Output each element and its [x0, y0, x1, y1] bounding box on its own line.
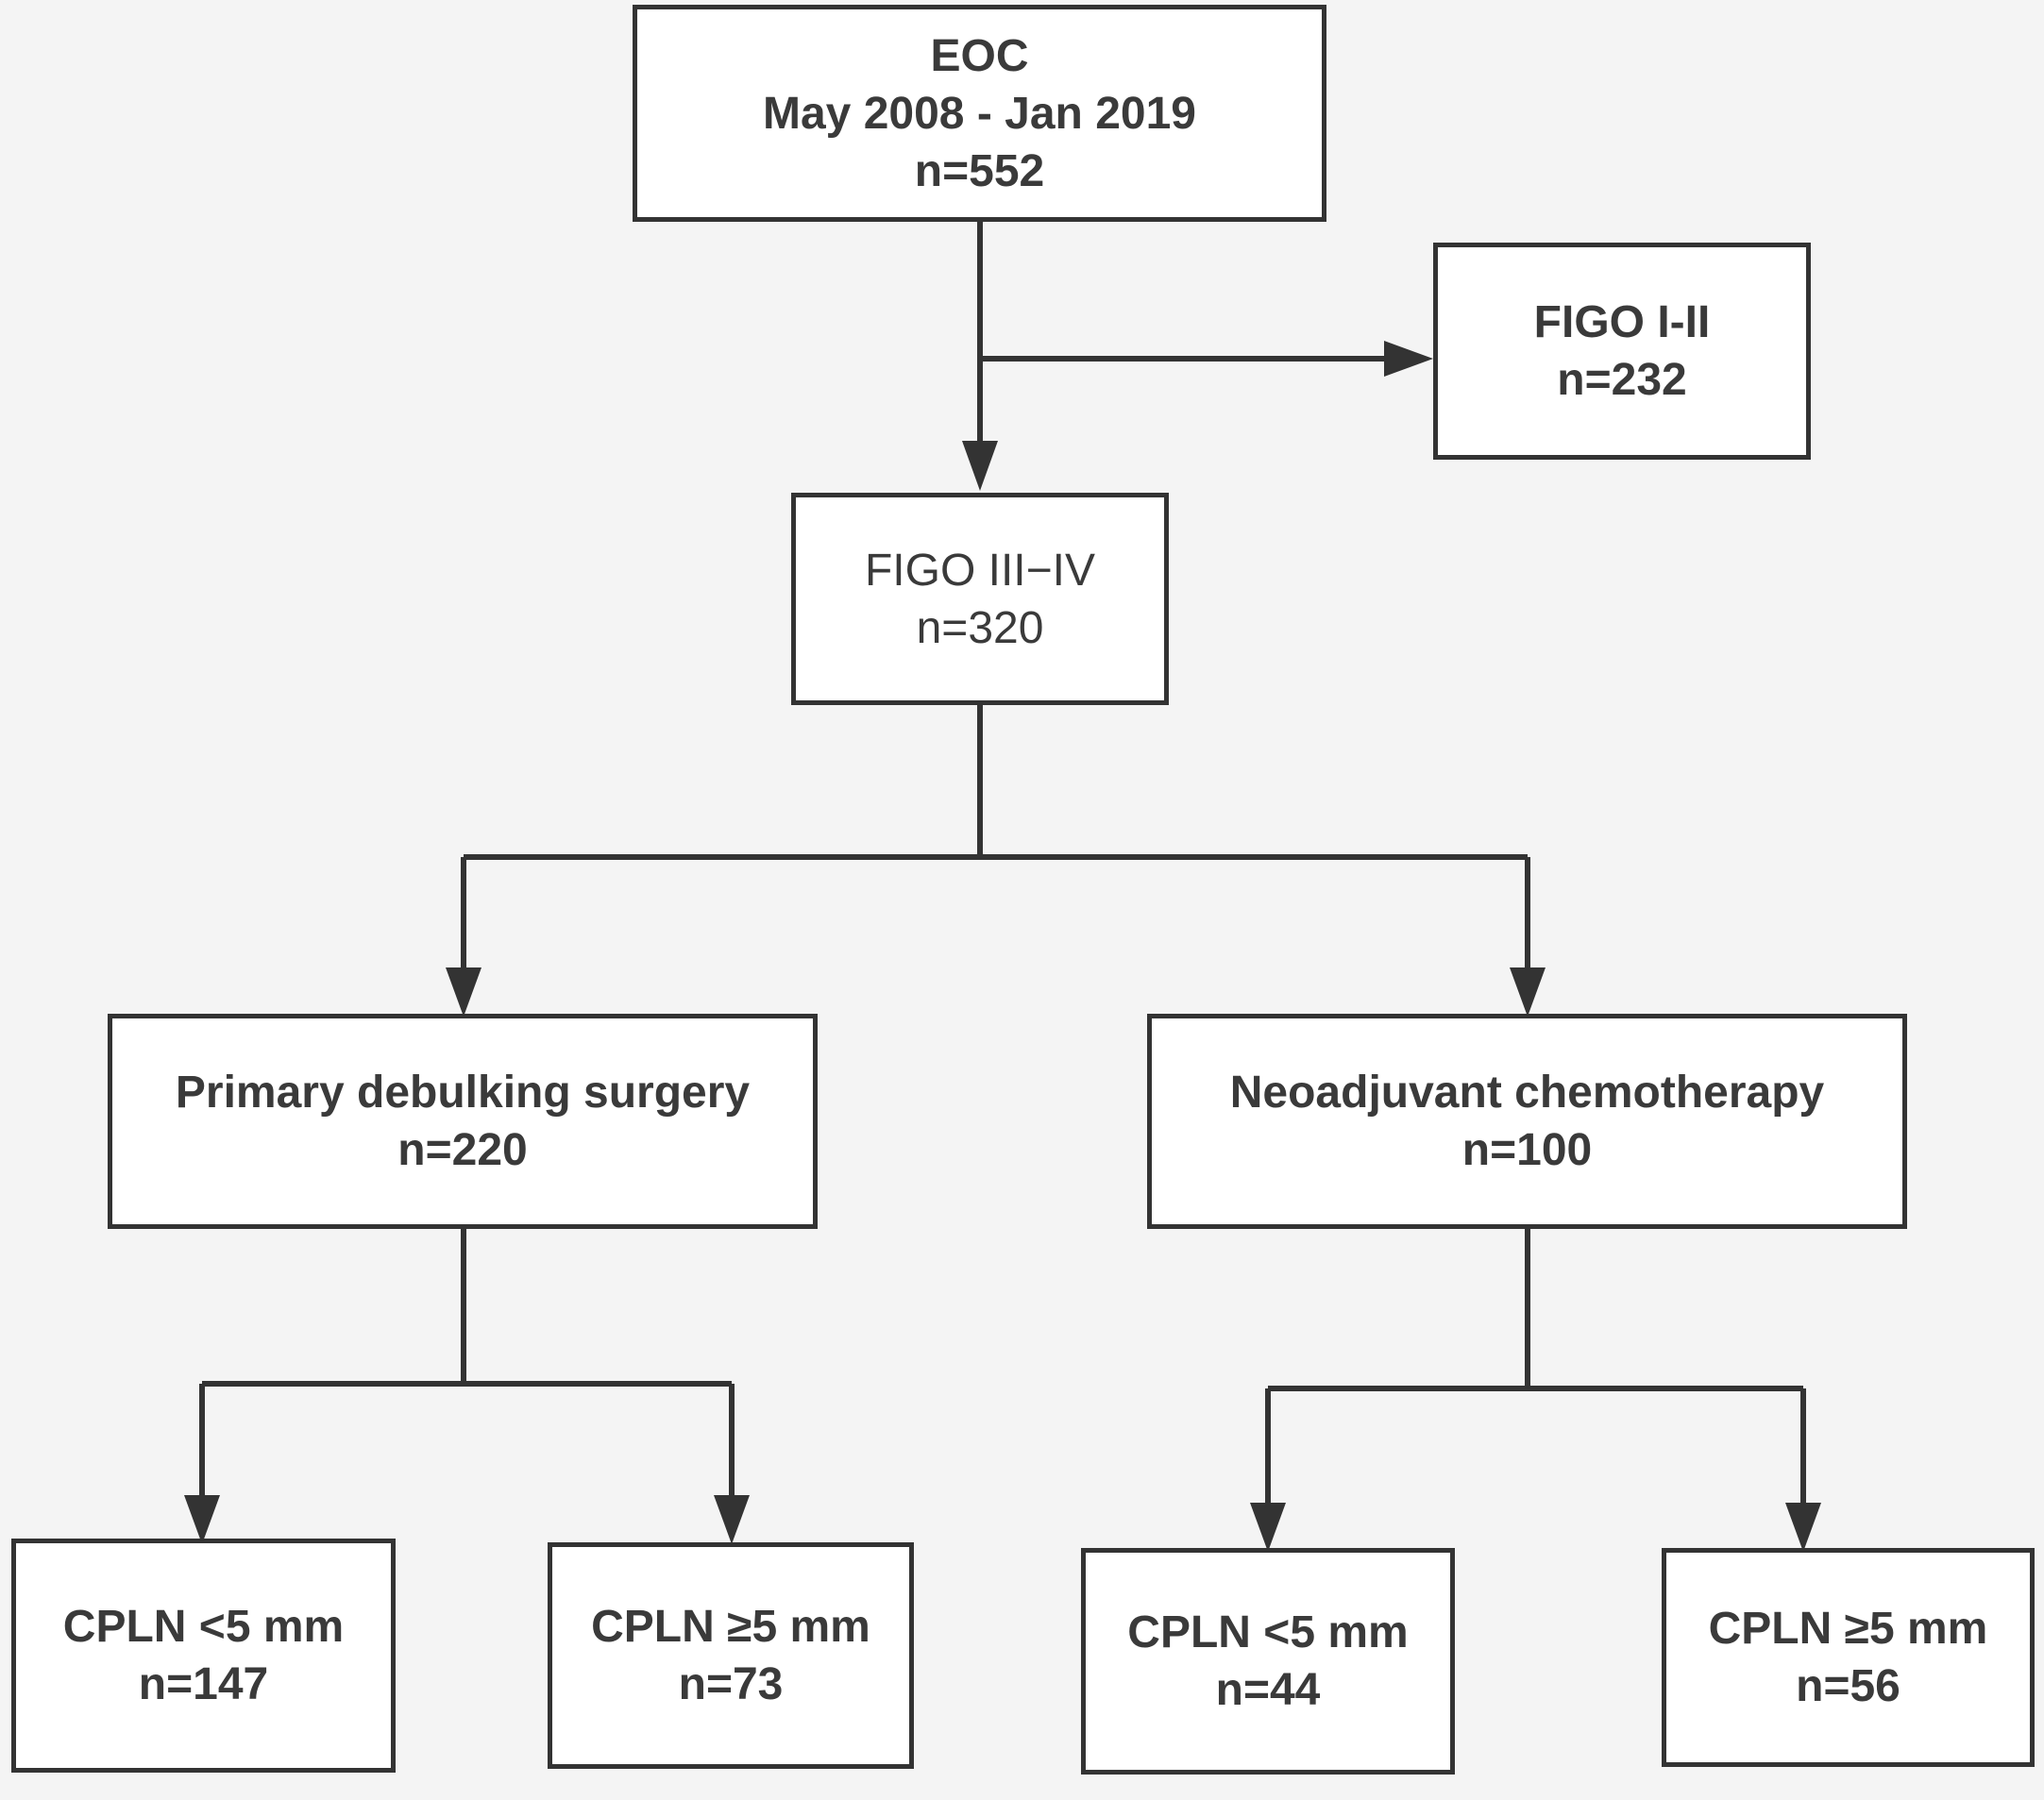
- box-figo-1-2: FIGO I-II n=232: [1433, 243, 1811, 460]
- nact-cpln-ge5-count: n=56: [1796, 1661, 1900, 1711]
- box-figo-3-4: FIGO III−IV n=320: [791, 493, 1169, 705]
- nact-cpln-lt5-label: CPLN <5 mm: [1127, 1607, 1409, 1657]
- box-eoc: EOC May 2008 - Jan 2019 n=552: [633, 5, 1326, 222]
- arrowhead-icon: [1250, 1503, 1286, 1552]
- arrowhead-icon: [446, 967, 481, 1017]
- nact-cpln-lt5-count: n=44: [1215, 1665, 1321, 1715]
- box-nact-cpln-lt5: CPLN <5 mm n=44: [1081, 1548, 1455, 1775]
- figo-3-4-count: n=320: [916, 602, 1044, 653]
- pds-label: Primary debulking surgery: [175, 1068, 751, 1118]
- pds-cpln-lt5-count: n=147: [138, 1659, 269, 1709]
- connector-pds-split: [199, 1227, 735, 1501]
- connector-figo-3-4-split: [461, 704, 1530, 972]
- figo-1-2-label: FIGO I-II: [1533, 297, 1711, 347]
- arrowhead-icon: [962, 441, 998, 491]
- arrowhead-icon: [1384, 341, 1433, 377]
- box-neoadjuvant-chemotherapy: Neoadjuvant chemotherapy n=100: [1147, 1014, 1907, 1229]
- nact-count: n=100: [1461, 1125, 1593, 1175]
- eoc-count: n=552: [914, 145, 1045, 196]
- arrowhead-icon: [184, 1495, 220, 1544]
- arrowhead-icon: [1785, 1503, 1821, 1552]
- arrowhead-icon: [714, 1495, 750, 1544]
- eoc-date-range: May 2008 - Jan 2019: [763, 88, 1196, 139]
- box-pds-cpln-lt5: CPLN <5 mm n=147: [11, 1539, 396, 1773]
- figo-1-2-count: n=232: [1557, 355, 1687, 405]
- box-nact-cpln-ge5: CPLN ≥5 mm n=56: [1662, 1548, 2035, 1767]
- pds-cpln-lt5-label: CPLN <5 mm: [62, 1602, 345, 1652]
- connector-nact-split: [1265, 1227, 1806, 1508]
- arrowhead-icon: [1510, 967, 1546, 1017]
- box-pds-cpln-ge5: CPLN ≥5 mm n=73: [548, 1542, 914, 1769]
- nact-cpln-ge5-label: CPLN ≥5 mm: [1708, 1604, 1988, 1654]
- box-primary-debulking-surgery: Primary debulking surgery n=220: [108, 1014, 818, 1229]
- pds-count: n=220: [397, 1125, 528, 1175]
- pds-cpln-ge5-count: n=73: [678, 1659, 784, 1709]
- figo-3-4-label: FIGO III−IV: [864, 545, 1096, 596]
- eoc-title: EOC: [930, 30, 1029, 81]
- nact-label: Neoadjuvant chemotherapy: [1229, 1068, 1825, 1118]
- pds-cpln-ge5-label: CPLN ≥5 mm: [591, 1602, 870, 1652]
